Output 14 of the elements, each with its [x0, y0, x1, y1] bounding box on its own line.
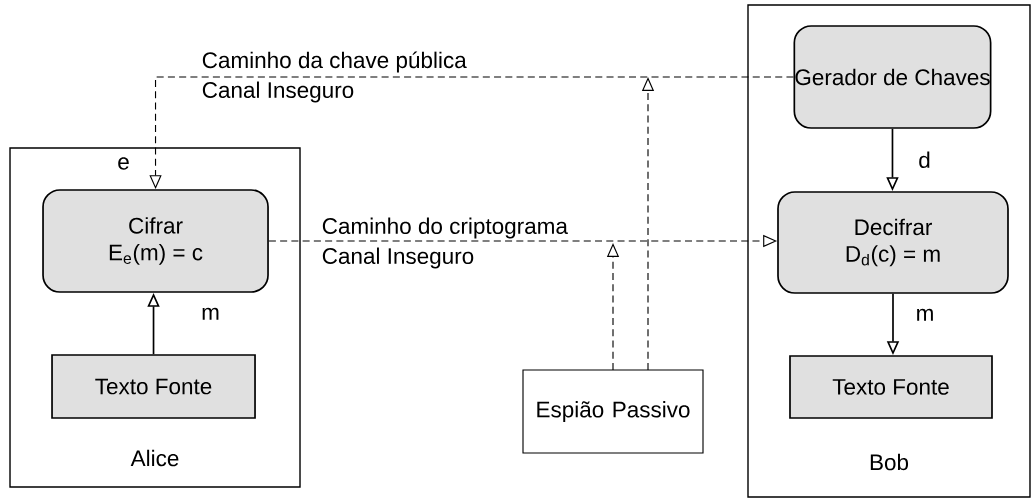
process-box: Decifrar D$_{d}$(c) = m: [777, 191, 1009, 294]
channel-label: Caminho do criptograma: [322, 217, 568, 239]
edge-label: e: [115, 155, 132, 172]
edge-label: m: [199, 306, 222, 322]
channel-label: Canal Inseguro: [202, 81, 354, 103]
attacker-box: Espião Passivo: [522, 369, 704, 454]
process-box: Gerador de Chaves: [793, 25, 992, 129]
edge-label: m: [914, 307, 936, 323]
data-box: Texto Fonte: [789, 355, 993, 419]
channel-label: Caminho da chave pública: [202, 51, 467, 73]
data-box: Texto Fonte: [51, 354, 256, 419]
process-box: Cifrar E$_{e}$(m) = c: [42, 189, 269, 293]
channel-label: Canal Inseguro: [322, 247, 474, 269]
edge-label: d: [916, 150, 933, 170]
